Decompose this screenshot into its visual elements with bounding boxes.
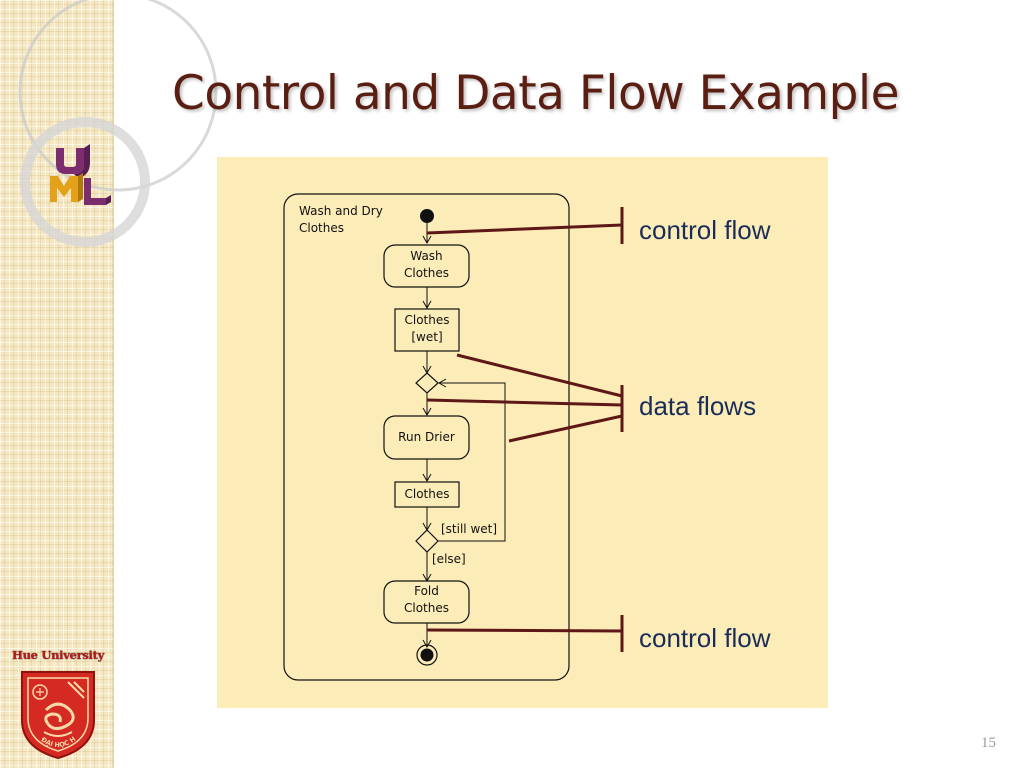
object-clothes-label: Clothes (404, 487, 450, 501)
uml-logo-icon (50, 144, 111, 205)
guard-else: [else] (432, 552, 466, 566)
control-flow-bottom-pointer (426, 628, 623, 633)
data-flow-pointer-2 (426, 398, 623, 407)
decision-node (415, 529, 439, 553)
merge-node (415, 372, 439, 394)
object-clothes-wet-label: Clothes [wet] (404, 313, 450, 344)
action-wash-clothes (383, 244, 470, 288)
guard-still-wet: [still wet] (441, 522, 498, 536)
activity-frame (283, 193, 570, 681)
control-flow-top-pointer (426, 223, 623, 235)
page-number: 15 (981, 735, 996, 751)
action-fold-clothes-label: Fold Clothes (404, 584, 449, 615)
action-fold-clothes (383, 580, 470, 624)
university-emblem-icon: ĐẠI HỌC HUẾ (18, 668, 95, 760)
action-wash-clothes-label: Wash Clothes (404, 249, 449, 280)
data-flow-pointer-3 (508, 414, 623, 443)
callout-data-flows: data flows (639, 391, 757, 421)
action-run-drier (383, 415, 470, 460)
action-run-drier-label: Run Drier (398, 430, 455, 444)
callout-control-flow-top: control flow (639, 215, 771, 245)
final-node (416, 644, 438, 666)
callout-control-flow-bottom: control flow (639, 623, 771, 653)
object-clothes-wet (394, 308, 460, 352)
activity-name: Wash and Dry Clothes (299, 204, 383, 235)
activity-diagram-panel: Wash and Dry Clothes Wash Clothes Clothe… (217, 157, 828, 708)
slide-title: Control and Data Flow Example (172, 66, 900, 121)
edge-still-wet-loop (437, 378, 506, 542)
initial-node (420, 209, 434, 223)
decorative-rings (18, 0, 218, 247)
activity-diagram (283, 193, 624, 681)
object-clothes (394, 481, 460, 508)
university-name: Hue University (12, 648, 105, 662)
data-flow-pointer-1 (456, 353, 623, 398)
